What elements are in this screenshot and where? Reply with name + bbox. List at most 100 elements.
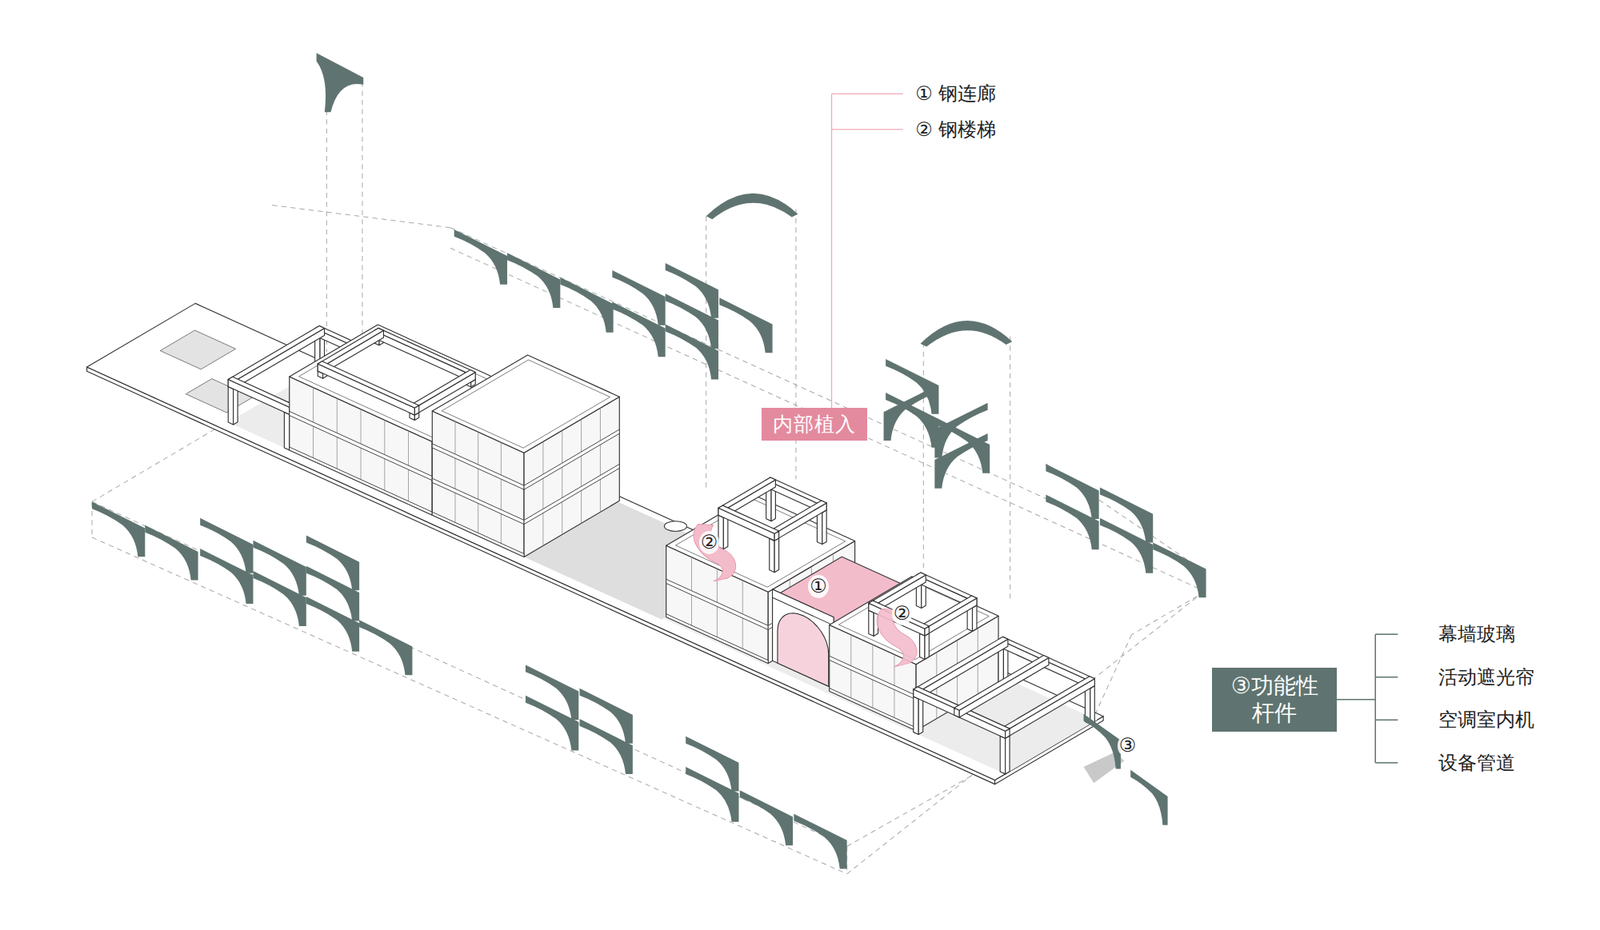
- box-front: [317, 364, 415, 416]
- steel-bracket: [719, 297, 772, 353]
- roof-parapet: [441, 360, 610, 448]
- bracket-line: [1374, 634, 1376, 764]
- box-front: [913, 696, 919, 736]
- box-front: [868, 610, 874, 636]
- steel-bracket: [200, 548, 253, 604]
- box-top: [374, 328, 476, 375]
- box-front: [998, 646, 1004, 685]
- annotation-tag: 内部植入: [761, 408, 868, 441]
- steel-bracket: [612, 301, 665, 357]
- component-name: 设备管道: [1438, 752, 1516, 776]
- floor-slab: [524, 464, 620, 524]
- steel-bracket: [252, 571, 306, 627]
- steel-bracket: [525, 696, 579, 752]
- steel-bracket: [454, 229, 508, 285]
- steel-bracket: [144, 525, 198, 581]
- steel-bracket: [306, 596, 360, 652]
- box-front: [374, 331, 472, 383]
- floor-slab: [432, 444, 524, 490]
- steel-bracket: [793, 814, 847, 870]
- roof-member: [316, 52, 364, 112]
- box-end: [972, 605, 977, 632]
- box-end: [924, 598, 977, 636]
- category-box: ③功能性 杆件: [1212, 668, 1337, 732]
- floor-slab: [432, 478, 524, 524]
- node-text: ③功能性 杆件: [1218, 672, 1331, 727]
- box-front: [718, 508, 775, 541]
- box-front: [228, 386, 233, 425]
- leader-line: [832, 128, 904, 130]
- callout-number: ①: [808, 575, 829, 599]
- steel-bracket: [507, 252, 560, 308]
- box-front: [284, 412, 289, 450]
- component-name: 幕墙玻璃: [1438, 623, 1516, 647]
- box-top: [432, 355, 620, 453]
- box-end: [918, 696, 923, 736]
- leader-line: [831, 93, 832, 408]
- mullion: [600, 408, 601, 512]
- steel-bracket: [1130, 770, 1168, 826]
- box-top: [228, 376, 294, 408]
- component-name: 空调室内机: [1438, 708, 1535, 732]
- bracket-line: [1375, 762, 1398, 764]
- component-name: 活动遮光帘: [1438, 666, 1535, 690]
- steel-bracket: [665, 324, 719, 380]
- box-top: [913, 636, 1008, 692]
- steel-bridge: [772, 589, 835, 689]
- guide-line: [1045, 464, 1204, 572]
- plaza-paving: [160, 330, 236, 370]
- steel-members: [92, 52, 1207, 869]
- mullion: [542, 441, 544, 546]
- guide-line: [92, 428, 217, 503]
- box-end: [1090, 686, 1095, 725]
- box-end: [774, 503, 827, 541]
- box-end: [959, 658, 1049, 719]
- box-end: [924, 633, 929, 660]
- steel-bracket: [1152, 542, 1206, 598]
- steel-bracket: [885, 359, 939, 415]
- box-front: [228, 380, 290, 416]
- callout-number: ③: [1117, 734, 1139, 758]
- steel-bracket: [580, 719, 633, 775]
- guide-line: [361, 81, 363, 337]
- box-top: [868, 572, 926, 606]
- box-front: [1000, 736, 1005, 775]
- guide-line: [923, 342, 924, 572]
- guide-line: [92, 537, 848, 875]
- box-top: [769, 500, 827, 534]
- legend-item: ① 钢连廊: [915, 82, 996, 106]
- box-top: [718, 505, 780, 534]
- ground-slab: [87, 303, 1104, 780]
- box-top: [317, 328, 384, 367]
- node-text: 内部植入: [772, 411, 856, 438]
- guide-line: [1009, 336, 1011, 603]
- bracket-line: [1375, 720, 1398, 722]
- mullion: [561, 430, 563, 535]
- floor-slab: [524, 429, 620, 490]
- steel-bracket: [740, 790, 793, 846]
- steel-bracket: [884, 385, 937, 441]
- steel-stair: [693, 524, 736, 581]
- box-end: [771, 487, 776, 522]
- box-end: [1005, 736, 1010, 775]
- steel-bracket: [560, 277, 613, 333]
- steel-bracket: [1084, 714, 1121, 770]
- guide-line: [326, 92, 328, 352]
- floor-slab: [829, 688, 916, 732]
- roof-member: [706, 193, 799, 220]
- annotation-lines: [832, 93, 1399, 764]
- callout-number: ②: [699, 531, 720, 555]
- floor-slab: [432, 512, 524, 557]
- box-end: [774, 538, 779, 573]
- box-front: [920, 633, 925, 660]
- stair-top: [664, 521, 687, 532]
- bridge-arch: [777, 613, 829, 687]
- bracket-line: [1375, 633, 1398, 636]
- guide-line: [1131, 592, 1205, 636]
- mullion: [454, 421, 456, 526]
- steel-bracket: [1100, 518, 1153, 574]
- box-top: [920, 596, 977, 629]
- box-top: [718, 477, 776, 511]
